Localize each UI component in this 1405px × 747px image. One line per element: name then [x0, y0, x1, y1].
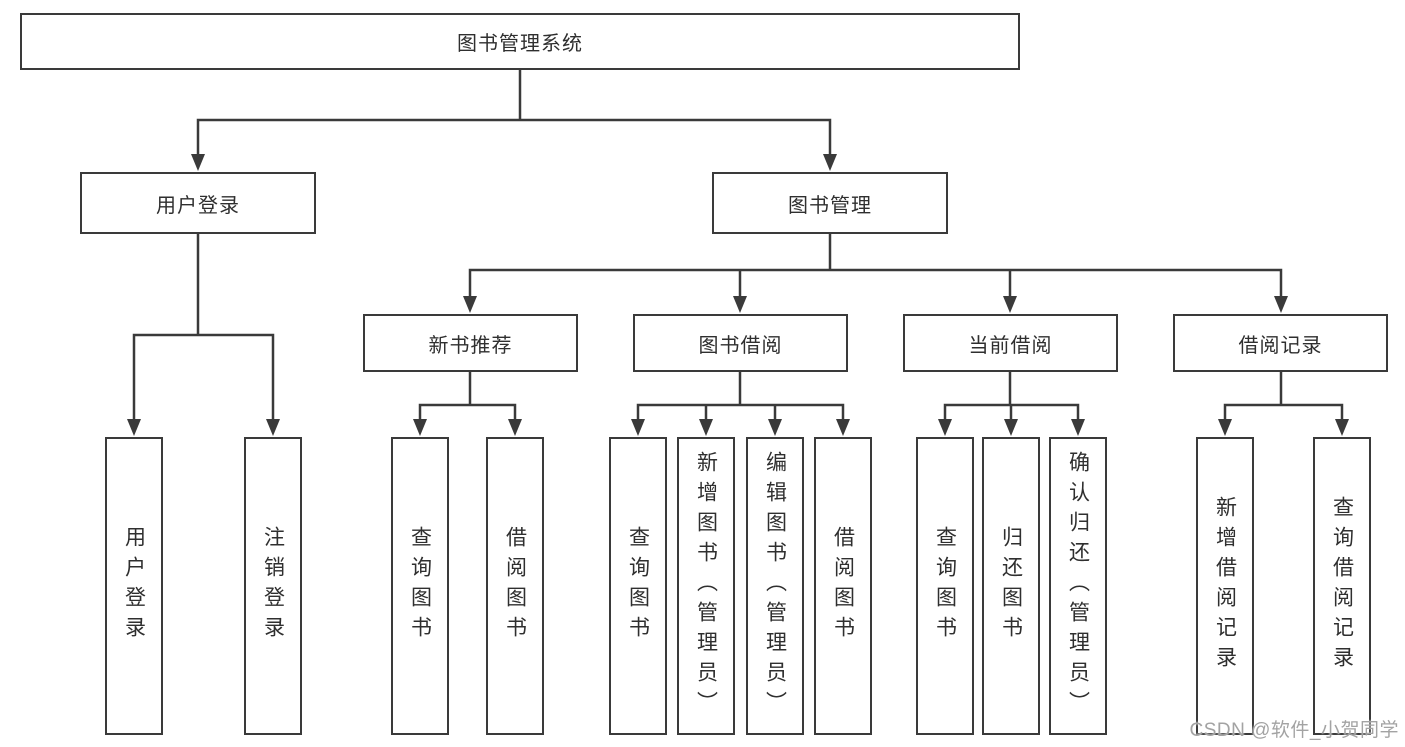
arrowhead — [699, 419, 713, 436]
node-borrow-records-label: 借阅记录 — [1238, 334, 1323, 357]
arrowhead — [733, 296, 747, 313]
leaf-logout: 注销登录 — [244, 437, 302, 735]
leaf-query-books-recommend-label: 查询图书 — [408, 526, 432, 646]
rail-records-children — [1223, 403, 1344, 421]
leaf-edit-book-admin-label: 编辑图书（管理员） — [763, 451, 787, 721]
arrowhead — [191, 154, 205, 171]
arrowhead — [938, 419, 952, 436]
arrowhead — [463, 296, 477, 313]
arrowhead — [1071, 419, 1085, 436]
node-book-borrowing-label: 图书借阅 — [698, 334, 783, 357]
leaf-borrow-books: 借阅图书 — [814, 437, 872, 735]
leaf-borrow-books-recommend-label: 借阅图书 — [503, 526, 527, 646]
arrowhead — [127, 419, 141, 436]
node-new-book-recommend: 新书推荐 — [363, 314, 578, 372]
leaf-query-books-recommend: 查询图书 — [391, 437, 449, 735]
arrowhead — [823, 154, 837, 171]
arrowhead — [413, 419, 427, 436]
leaf-query-borrow-record-label: 查询借阅记录 — [1330, 496, 1354, 676]
rail-level2 — [196, 118, 832, 157]
leaf-return-books-label: 归还图书 — [999, 526, 1023, 646]
node-user-login-label: 用户登录 — [156, 194, 240, 217]
arrowhead — [508, 419, 522, 436]
arrowhead — [1335, 419, 1349, 436]
leaf-return-books: 归还图书 — [982, 437, 1040, 735]
leaf-edit-book-admin: 编辑图书（管理员） — [746, 437, 804, 735]
arrowhead — [836, 419, 850, 436]
leaf-borrow-books-label: 借阅图书 — [831, 526, 855, 646]
node-new-book-recommend-label: 新书推荐 — [428, 334, 513, 357]
leaf-query-books-borrow: 查询图书 — [609, 437, 667, 735]
arrowhead — [631, 419, 645, 436]
rail-login-children — [132, 333, 275, 421]
leaf-add-borrow-record-label: 新增借阅记录 — [1213, 496, 1237, 676]
arrowhead — [1274, 296, 1288, 313]
leaf-user-login-label: 用户登录 — [122, 526, 146, 646]
node-book-management: 图书管理 — [712, 172, 948, 234]
arrowhead — [1218, 419, 1232, 436]
leaf-add-borrow-record: 新增借阅记录 — [1196, 437, 1254, 735]
leaf-add-book-admin: 新增图书（管理员） — [677, 437, 735, 735]
leaf-logout-label: 注销登录 — [261, 526, 285, 646]
arrowhead — [1004, 419, 1018, 436]
leaf-borrow-books-recommend: 借阅图书 — [486, 437, 544, 735]
leaf-query-books-borrow-label: 查询图书 — [626, 526, 650, 646]
node-root: 图书管理系统 — [20, 13, 1020, 70]
node-book-management-label: 图书管理 — [788, 194, 872, 217]
node-current-borrowing: 当前借阅 — [903, 314, 1118, 372]
leaf-query-books-current-label: 查询图书 — [933, 526, 957, 646]
rail-newbook-children — [418, 403, 517, 421]
leaf-query-books-current: 查询图书 — [916, 437, 974, 735]
leaf-user-login: 用户登录 — [105, 437, 163, 735]
leaf-add-book-admin-label: 新增图书（管理员） — [694, 451, 718, 721]
leaf-confirm-return-admin-label: 确认归还（管理员） — [1066, 451, 1090, 721]
leaf-query-borrow-record: 查询借阅记录 — [1313, 437, 1371, 735]
rail-borrow-children — [636, 403, 845, 421]
node-user-login: 用户登录 — [80, 172, 316, 234]
node-current-borrowing-label: 当前借阅 — [968, 334, 1053, 357]
csdn-watermark: CSDN @软件_小贺同学 — [1189, 720, 1399, 741]
rail-level3 — [468, 268, 1283, 298]
node-root-label: 图书管理系统 — [457, 33, 583, 55]
arrowhead — [1003, 296, 1017, 313]
node-book-borrowing: 图书借阅 — [633, 314, 848, 372]
arrowhead — [266, 419, 280, 436]
node-borrow-records: 借阅记录 — [1173, 314, 1388, 372]
arrowhead — [768, 419, 782, 436]
leaf-confirm-return-admin: 确认归还（管理员） — [1049, 437, 1107, 735]
